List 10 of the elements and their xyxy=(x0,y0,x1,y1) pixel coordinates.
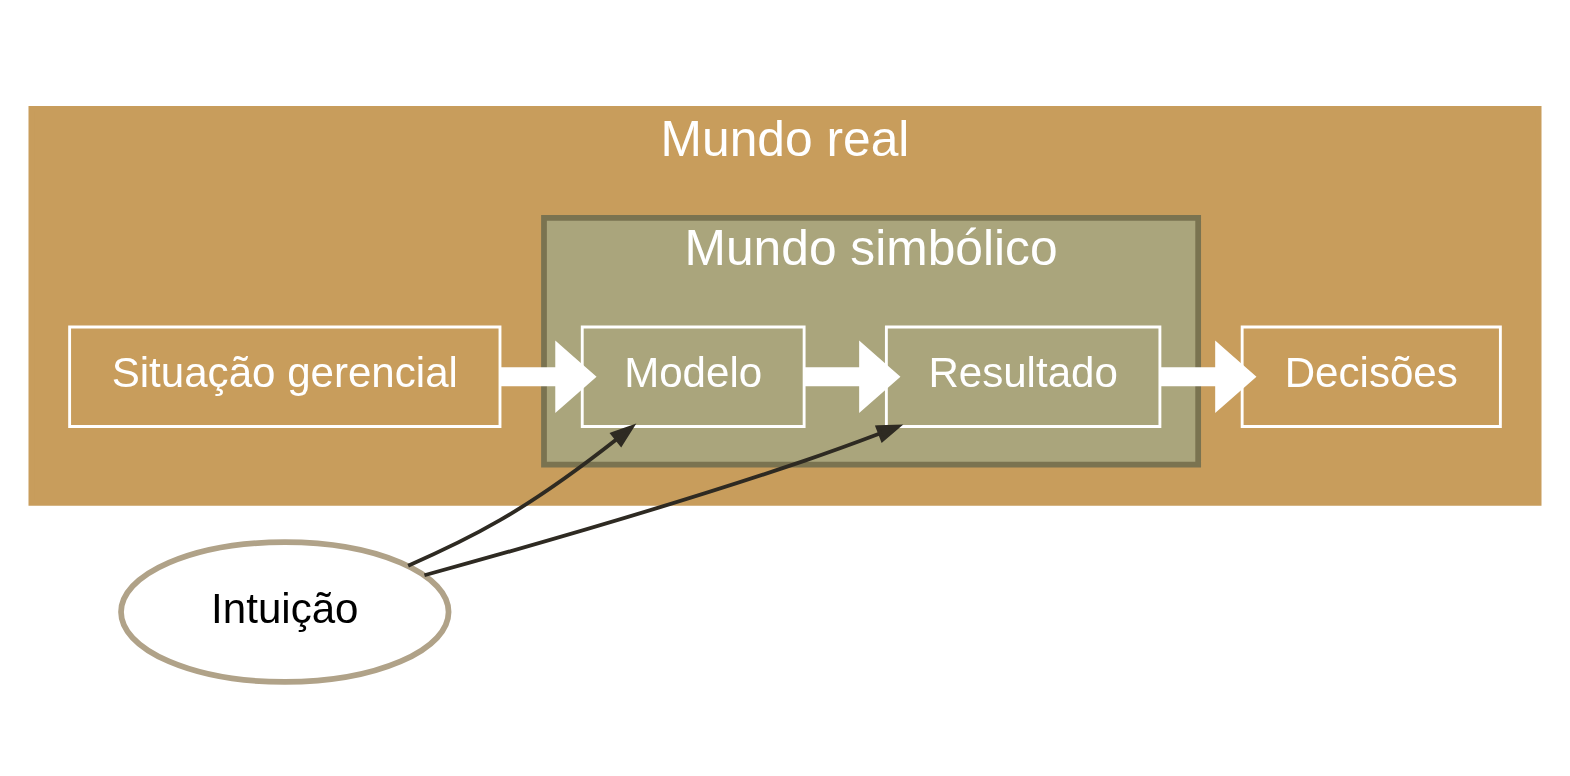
arrow xyxy=(1160,340,1257,413)
node-box: Decisões xyxy=(1240,325,1502,428)
arrow xyxy=(407,423,637,568)
arrow xyxy=(804,340,901,413)
arrow xyxy=(500,340,597,413)
node-ellipse: Intuição xyxy=(118,539,452,685)
node-box: Situação gerencial xyxy=(68,325,502,428)
node-box: Modelo xyxy=(580,325,806,428)
arrow xyxy=(423,424,904,578)
node-box: Resultado xyxy=(884,325,1162,428)
